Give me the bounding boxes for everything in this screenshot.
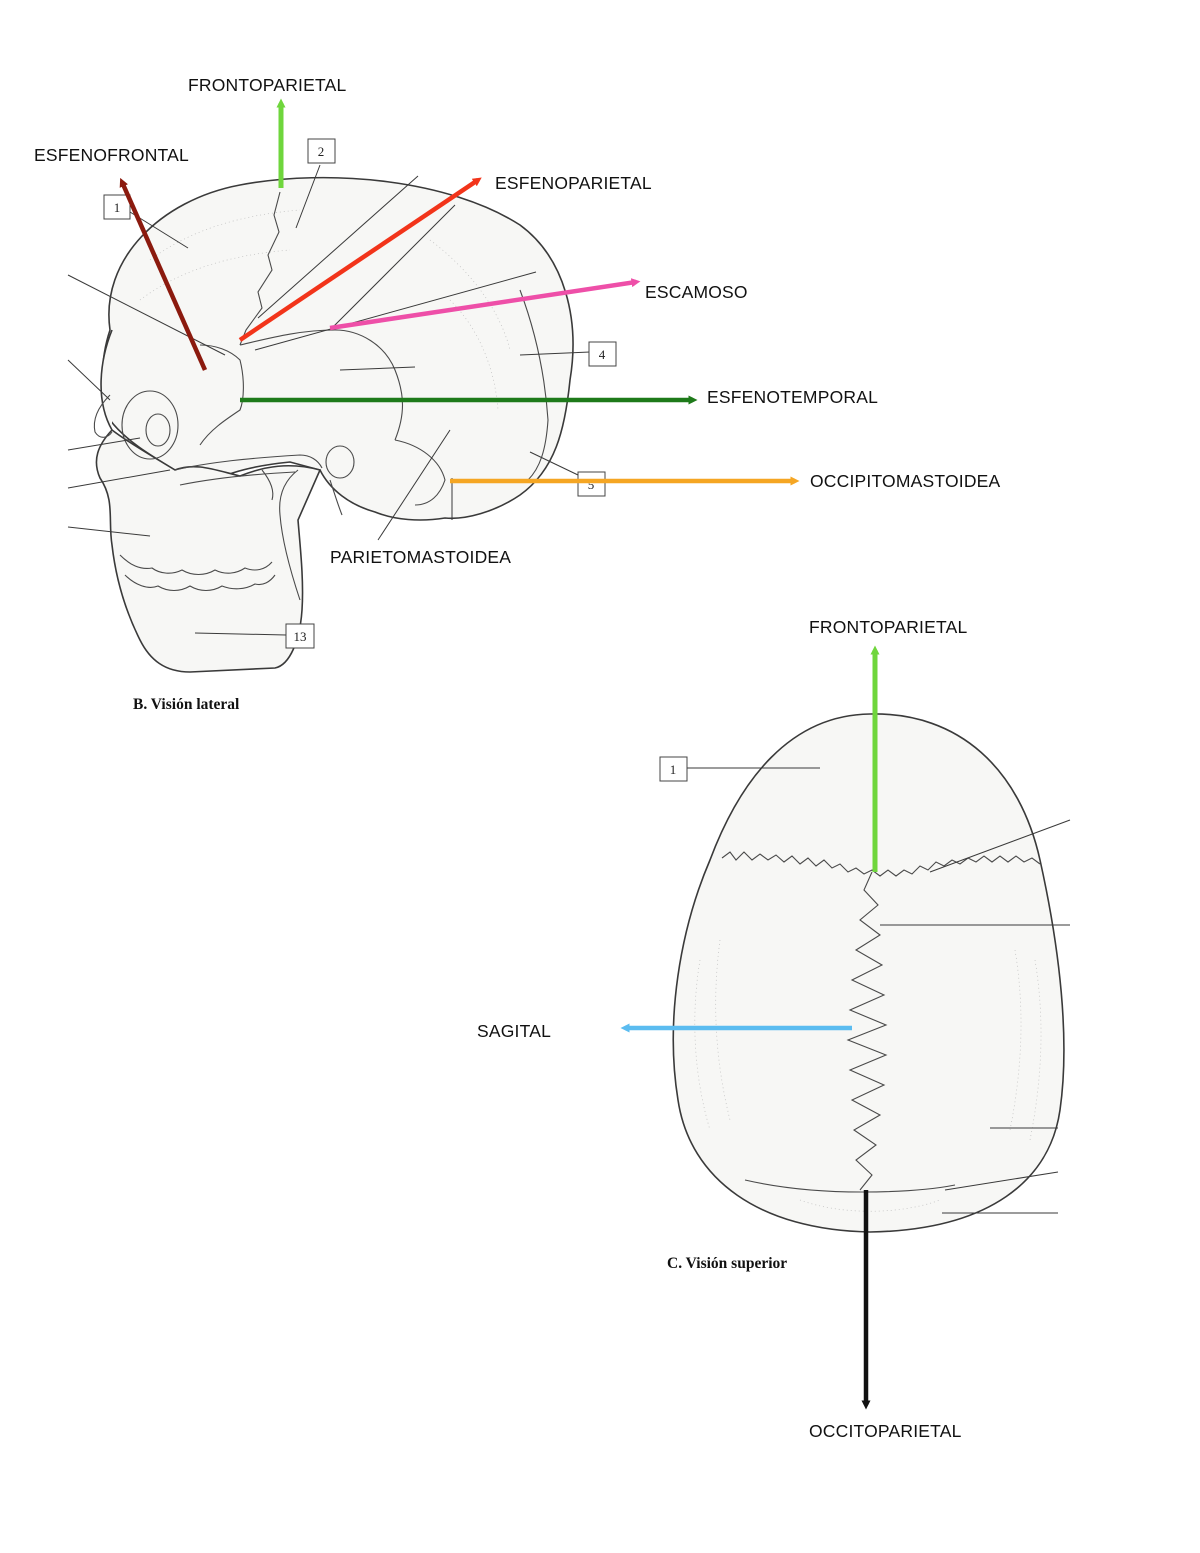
lateral-leader-frontal (67, 274, 226, 356)
superior-leader-coronal (929, 819, 1071, 873)
label-parietomastoidea: PARIETOMASTOIDEA (330, 547, 511, 567)
superior-lambdoid-suture (744, 1179, 956, 1193)
superior-skull-illustration: 1 (659, 713, 1071, 1233)
superior-leader-lambdoid (944, 1171, 1059, 1191)
lateral-leader-temporal (254, 271, 537, 351)
lateral-leader-box-2 (295, 164, 321, 229)
superior-number-box-1: 1 (659, 756, 688, 782)
label-escamoso: ESCAMOSO (645, 282, 748, 302)
lateral-leader-parietal-upper (257, 175, 419, 319)
superior-view-caption: C. Visión superior (667, 1255, 787, 1272)
esfenofrontal-arrow (119, 177, 208, 371)
lateral-leader-parietomastoid (377, 429, 451, 541)
lateral-auditory-meatus (325, 445, 355, 479)
lateral-nasal-bone (93, 394, 113, 438)
svg-text:4: 4 (599, 347, 606, 362)
lateral-squamous-suture (239, 329, 403, 441)
lateral-leader-mandible (194, 632, 287, 636)
lateral-zygomatic-arch-lower (179, 471, 296, 486)
lateral-lower-teeth (124, 574, 276, 592)
svg-text:2: 2 (318, 144, 325, 159)
label-sagital: SAGITAL (477, 1021, 551, 1041)
lateral-coronoid-process (261, 469, 274, 501)
lateral-number-box-1: 1 (103, 194, 131, 220)
lateral-face-outline (95, 329, 322, 673)
svg-text:1: 1 (670, 762, 677, 777)
lateral-leader-maxilla (67, 526, 151, 537)
lateral-leader-nasal (67, 359, 111, 401)
lateral-leader-orbit (67, 437, 141, 451)
lateral-orbit-inner (145, 413, 171, 447)
label-occitoparietal: OCCITOPARIETAL (809, 1421, 962, 1441)
superior-coronal-suture (721, 851, 1041, 877)
lateral-mandible-ramus (279, 469, 301, 601)
lateral-number-box-5: 5 (577, 471, 606, 497)
lateral-leader-zygomatic (67, 469, 171, 489)
label-esfenoparietal: ESFENOPARIETAL (495, 173, 652, 193)
lateral-number-box-2: 2 (307, 138, 336, 164)
escamoso-arrow (329, 278, 641, 331)
lateral-leader-parietal-lower (329, 204, 456, 331)
label-frontoparietal-lateral: FRONTOPARIETAL (188, 75, 346, 95)
lateral-number-box-13: 13 (285, 623, 315, 649)
lateral-shading (139, 209, 511, 411)
label-esfenotemporal: ESFENOTEMPORAL (707, 387, 878, 407)
esfenoparietal-arrow (238, 177, 482, 342)
lateral-orbit (121, 390, 179, 460)
superior-cranium-outline (672, 713, 1065, 1233)
lateral-leader-lambdoid (529, 451, 579, 476)
superior-sagittal-suture (846, 871, 888, 1191)
lateral-lambdoid-suture (519, 289, 549, 481)
lateral-leader-occipital (519, 351, 591, 356)
svg-text:1: 1 (114, 200, 121, 215)
lateral-styloid-process (329, 479, 343, 516)
lateral-mastoid-process (394, 439, 446, 506)
label-occipitomastoidea: OCCIPITOMASTOIDEA (810, 471, 1001, 491)
lateral-number-box-4: 4 (588, 341, 617, 367)
label-frontoparietal-superior: FRONTOPARIETAL (809, 617, 967, 637)
svg-text:13: 13 (294, 629, 307, 644)
lateral-leader-squama (339, 366, 416, 371)
label-esfenofrontal: ESFENOFRONTAL (34, 145, 189, 165)
svg-text:5: 5 (588, 477, 595, 492)
lateral-zygomatic-arch (174, 454, 323, 471)
lateral-skull-illustration: 1 2 4 5 13 (67, 138, 617, 673)
lateral-view-caption: B. Visión lateral (133, 696, 240, 713)
lateral-upper-teeth (119, 554, 273, 576)
lateral-sphenoid-region (199, 344, 244, 446)
lateral-coronal-suture (239, 191, 281, 346)
